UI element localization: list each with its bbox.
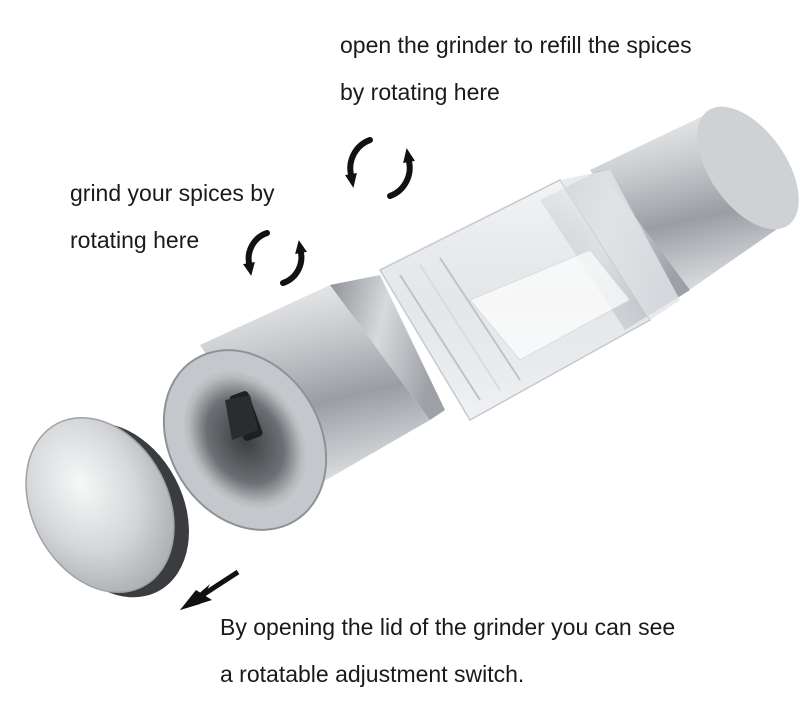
rotate-arrows-icon xyxy=(243,230,307,286)
glass-chamber xyxy=(378,170,680,422)
lid-caption: By opening the lid of the grinder you ca… xyxy=(220,604,675,698)
grind-caption: grind your spices by rotating here xyxy=(70,170,275,264)
bottom-grinder-body xyxy=(162,275,445,531)
grinder-lid xyxy=(25,416,189,598)
arrow-down-left-icon xyxy=(180,569,240,610)
refill-caption: open the grinder to refill the spices by… xyxy=(340,22,692,116)
refill-caption-line2: by rotating here xyxy=(340,79,500,105)
refill-caption-line1: open the grinder to refill the spices xyxy=(340,32,692,58)
grind-caption-line2: rotating here xyxy=(70,227,200,253)
adjustment-switch xyxy=(225,391,263,441)
grind-caption-line1: grind your spices by xyxy=(70,180,275,206)
lid-caption-line2: a rotatable adjustment switch. xyxy=(220,661,525,687)
lid-caption-line1: By opening the lid of the grinder you ca… xyxy=(220,614,676,640)
rotate-arrows-icon xyxy=(345,137,415,199)
